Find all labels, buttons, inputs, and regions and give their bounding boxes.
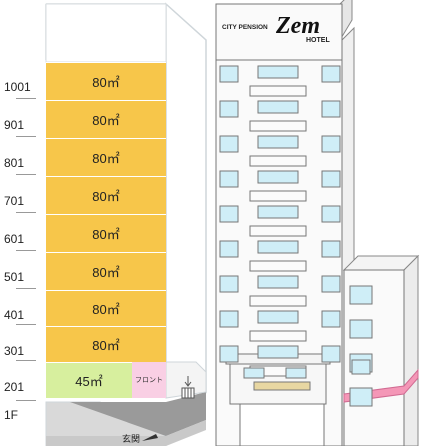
hotel-sign: CITY PENSION Zem HOTEL xyxy=(222,13,330,44)
room-801: 80㎡ xyxy=(46,138,166,176)
room-area: 80㎡ xyxy=(92,189,120,204)
floor-divider xyxy=(16,136,36,137)
lobby-entrance xyxy=(239,403,325,446)
entrance-label: 玄関 xyxy=(122,434,141,444)
lobby-sign-board xyxy=(253,381,311,391)
floor-label-201: 201 xyxy=(4,380,25,394)
window-center xyxy=(257,310,299,324)
window-center xyxy=(257,170,299,184)
floor-divider xyxy=(16,212,36,213)
window-right xyxy=(321,170,341,188)
room-401: 80㎡ xyxy=(46,290,166,326)
window-right xyxy=(321,135,341,153)
annex-window xyxy=(349,319,373,339)
annex-window xyxy=(349,387,373,407)
window-center xyxy=(257,65,299,79)
room-1001: 80㎡ xyxy=(46,62,166,100)
floor-divider xyxy=(16,288,36,289)
floor-divider xyxy=(16,360,36,361)
sign-brand: Zem xyxy=(275,13,320,39)
room-601: 80㎡ xyxy=(46,214,166,252)
window-left xyxy=(219,310,239,328)
tower-sign-panel xyxy=(215,3,343,61)
down-arrow-icon xyxy=(184,376,192,387)
window-center xyxy=(257,100,299,114)
window-left xyxy=(219,135,239,153)
window-left xyxy=(219,240,239,258)
sign-line2: HOTEL xyxy=(306,37,330,44)
balcony xyxy=(249,330,307,342)
window-left xyxy=(219,100,239,118)
window-right xyxy=(321,100,341,118)
window-right xyxy=(321,345,341,363)
lobby-window xyxy=(285,367,307,379)
stack-top-space xyxy=(45,3,167,63)
floor-divider xyxy=(16,400,36,401)
floor-label-1f: 1F xyxy=(4,408,19,422)
balcony xyxy=(249,155,307,167)
floor-label-401: 401 xyxy=(4,308,25,322)
floor-label-601: 601 xyxy=(4,232,25,246)
window-right xyxy=(321,310,341,328)
window-left xyxy=(219,345,239,363)
room-area: 45㎡ xyxy=(75,374,103,389)
front-desk-label: フロント xyxy=(132,362,166,398)
room-701: 80㎡ xyxy=(46,176,166,214)
floor-label-301: 301 xyxy=(4,344,25,358)
floor-label-501: 501 xyxy=(4,270,25,284)
room-area: 80㎡ xyxy=(92,151,120,166)
floor-label-801: 801 xyxy=(4,156,25,170)
floor-divider xyxy=(16,98,36,99)
floor-label-901: 901 xyxy=(4,118,25,132)
room-area: 80㎡ xyxy=(92,338,120,353)
floor-divider xyxy=(16,324,36,325)
window-left xyxy=(219,170,239,188)
room-area: 80㎡ xyxy=(92,302,120,317)
room-area: 80㎡ xyxy=(92,75,120,90)
window-right xyxy=(321,275,341,293)
floor-divider xyxy=(16,250,36,251)
room-201: 45㎡ xyxy=(46,362,132,398)
balcony xyxy=(249,260,307,272)
window-right xyxy=(321,205,341,223)
window-center xyxy=(257,275,299,289)
lobby-slab xyxy=(46,420,206,446)
window-center xyxy=(257,135,299,149)
balcony xyxy=(249,295,307,307)
balcony xyxy=(249,190,307,202)
window-center xyxy=(257,240,299,254)
window-left xyxy=(219,275,239,293)
balcony xyxy=(249,85,307,97)
room-area: 80㎡ xyxy=(92,227,120,242)
floor-label-701: 701 xyxy=(4,194,25,208)
floor-label-1001: 1001 xyxy=(4,80,31,94)
front-annex xyxy=(165,361,207,399)
room-501: 80㎡ xyxy=(46,252,166,290)
stack-side-face xyxy=(165,2,207,394)
floor-stack-diagram xyxy=(45,2,207,446)
windows-group xyxy=(219,65,373,407)
hotel-building-illustration xyxy=(215,0,420,446)
balcony xyxy=(249,225,307,237)
window-right xyxy=(321,65,341,83)
lobby-window xyxy=(243,367,265,379)
annex-side-wall xyxy=(403,254,419,446)
window-left xyxy=(219,65,239,83)
balcony xyxy=(249,120,307,132)
room-301: 80㎡ xyxy=(46,326,166,362)
window-left xyxy=(219,205,239,223)
room-area: 80㎡ xyxy=(92,265,120,280)
sign-line1: CITY PENSION xyxy=(222,24,268,31)
annex-window xyxy=(349,285,373,305)
room-901: 80㎡ xyxy=(46,100,166,138)
window-center xyxy=(257,205,299,219)
floor-divider xyxy=(16,174,36,175)
room-area: 80㎡ xyxy=(92,113,120,128)
annex-window xyxy=(351,359,371,375)
entrance-arrow-icon xyxy=(142,434,158,441)
window-center xyxy=(257,345,299,359)
lobby-floor xyxy=(70,392,206,436)
window-right xyxy=(321,240,341,258)
